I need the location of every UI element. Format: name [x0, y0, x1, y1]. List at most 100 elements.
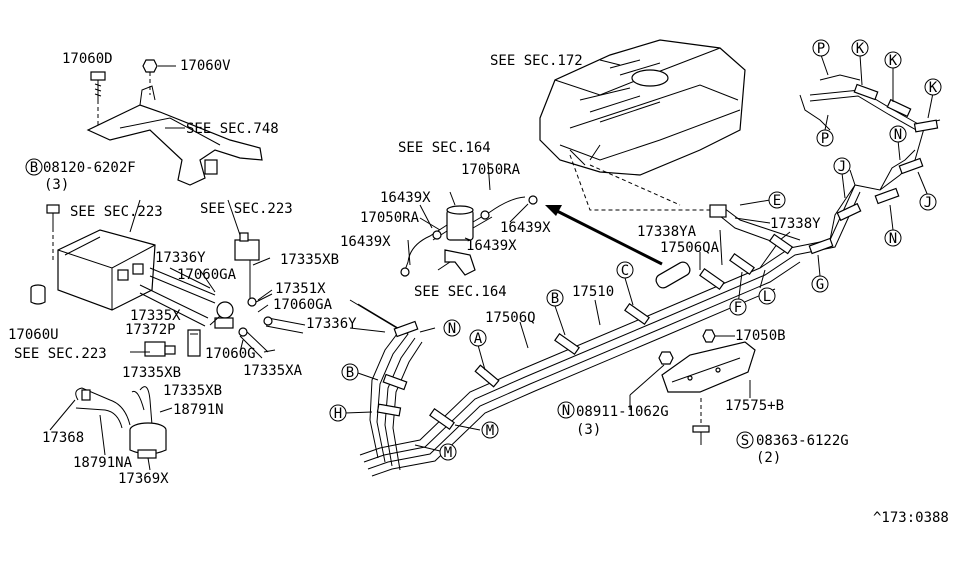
- label-17060GA-a: 17060GA: [177, 267, 237, 283]
- svg-text:P: P: [821, 131, 829, 147]
- label-17060U: 17060U: [8, 327, 59, 343]
- svg-text:B: B: [551, 291, 559, 307]
- svg-text:H: H: [334, 406, 342, 422]
- callout-J-1: J: [833, 157, 851, 175]
- clip-17351X: [247, 293, 273, 307]
- svg-text:E: E: [773, 193, 781, 209]
- svg-text:B: B: [346, 365, 354, 381]
- callout-N-nut: N: [557, 401, 575, 419]
- clip-17335XB-b: [187, 329, 201, 357]
- svg-text:N: N: [894, 127, 902, 143]
- label-bolt-08120: 08120-6202F: [43, 160, 136, 176]
- label-bolt-08120-qty: (3): [44, 177, 69, 193]
- svg-text:L: L: [763, 289, 771, 305]
- cap-17060U: [30, 284, 46, 305]
- label-17335XB-b: 17335XB: [122, 365, 181, 381]
- callout-B-1: B: [546, 289, 564, 307]
- label-17506Q: 17506Q: [485, 310, 536, 326]
- label-17369X: 17369X: [118, 471, 169, 487]
- svg-text:G: G: [816, 277, 824, 293]
- protector-17575B: [629, 329, 756, 410]
- svg-text:A: A: [474, 331, 483, 347]
- filter-17369X: [75, 386, 167, 459]
- svg-text:P: P: [817, 41, 825, 57]
- label-17060D: 17060D: [62, 51, 113, 67]
- label-17335XB-c: 17335XB: [163, 383, 222, 399]
- fuel-filter: [400, 195, 538, 277]
- label-16439X-b: 16439X: [500, 220, 551, 236]
- part-labels: 17060D 17060V SEE SEC.748 08120-6202F (3…: [8, 51, 949, 526]
- svg-text:B: B: [30, 160, 38, 176]
- callout-A: A: [469, 329, 487, 347]
- callout-N-1: N: [889, 125, 907, 143]
- callout-K-1: K: [851, 39, 869, 57]
- valve-17372P: [214, 301, 234, 329]
- label-17338YA: 17338YA: [637, 224, 697, 240]
- callout-markers: B N S P K K K P N J J N E G F L C B A N …: [25, 39, 942, 461]
- svg-text:J: J: [924, 195, 932, 211]
- label-17050RA-a: 17050RA: [461, 162, 521, 178]
- label-16439X-c: 16439X: [340, 234, 391, 250]
- callout-C: C: [616, 261, 634, 279]
- svg-text:M: M: [486, 423, 494, 439]
- sensor-see223: [234, 232, 260, 300]
- label-17335X: 17335X: [130, 308, 181, 324]
- svg-text:K: K: [889, 53, 898, 69]
- bracket-assembly: [86, 85, 263, 186]
- label-16439X-d: 16439X: [466, 238, 517, 254]
- svg-text:J: J: [838, 159, 846, 175]
- svg-text:K: K: [929, 80, 938, 96]
- label-18791NA: 18791NA: [73, 455, 133, 471]
- label-see-sec-223-a: SEE SEC.223: [70, 204, 163, 220]
- callout-L: L: [758, 287, 776, 305]
- label-17335XA: 17335XA: [243, 363, 303, 379]
- svg-text:N: N: [448, 321, 456, 337]
- callout-M-2: M: [439, 443, 457, 461]
- callout-M-1: M: [481, 421, 499, 439]
- label-17510: 17510: [572, 284, 614, 300]
- label-17050B: 17050B: [735, 328, 786, 344]
- label-17372P: 17372P: [125, 322, 176, 338]
- callout-F: F: [729, 298, 747, 316]
- label-17060V: 17060V: [180, 58, 231, 74]
- label-see-sec-223-b: SEE SEC.223: [200, 201, 293, 217]
- label-see-sec-748: SEE SEC.748: [186, 121, 279, 137]
- label-bolt-08363-qty: (2): [756, 450, 781, 466]
- callout-B-2: B: [341, 363, 359, 381]
- label-bolt-08363: 08363-6122G: [756, 433, 849, 449]
- direction-arrow: [545, 205, 663, 266]
- label-17506QA: 17506QA: [660, 240, 720, 256]
- callout-N-2: N: [884, 229, 902, 247]
- svg-text:C: C: [621, 263, 629, 279]
- bolt-17060D: [90, 71, 106, 128]
- svg-text:K: K: [856, 41, 865, 57]
- callout-S-bolt: S: [736, 431, 754, 449]
- callout-P-2: P: [816, 129, 834, 147]
- hose-17336Y-b: [263, 316, 306, 334]
- label-17050RA-b: 17050RA: [360, 210, 420, 226]
- svg-text:M: M: [444, 445, 452, 461]
- fuel-tank: [539, 39, 746, 211]
- callout-K-2: K: [884, 51, 902, 69]
- label-see-sec-223-c: SEE SEC.223: [14, 346, 107, 362]
- label-nut-08911-qty: (3): [576, 422, 601, 438]
- label-17060GA-b: 17060GA: [273, 297, 333, 313]
- evap-canister: [57, 229, 156, 311]
- label-reference-code: ^173:0388: [873, 510, 949, 526]
- callout-K-3: K: [924, 78, 942, 96]
- label-17060G: 17060G: [205, 346, 256, 362]
- label-17336Y-b: 17336Y: [306, 316, 357, 332]
- pipe-clips: [376, 83, 939, 430]
- label-see-sec-164-b: SEE SEC.164: [414, 284, 507, 300]
- callout-P-1: P: [812, 39, 830, 57]
- svg-text:N: N: [889, 231, 897, 247]
- hose-17335XA: [238, 327, 269, 359]
- label-17368: 17368: [42, 430, 84, 446]
- label-17335XB-a: 17335XB: [280, 252, 339, 268]
- bolt-canister: [46, 204, 60, 262]
- callout-E: E: [768, 191, 786, 209]
- callout-G: G: [811, 275, 829, 293]
- svg-text:S: S: [741, 433, 749, 449]
- label-16439X-a: 16439X: [380, 190, 431, 206]
